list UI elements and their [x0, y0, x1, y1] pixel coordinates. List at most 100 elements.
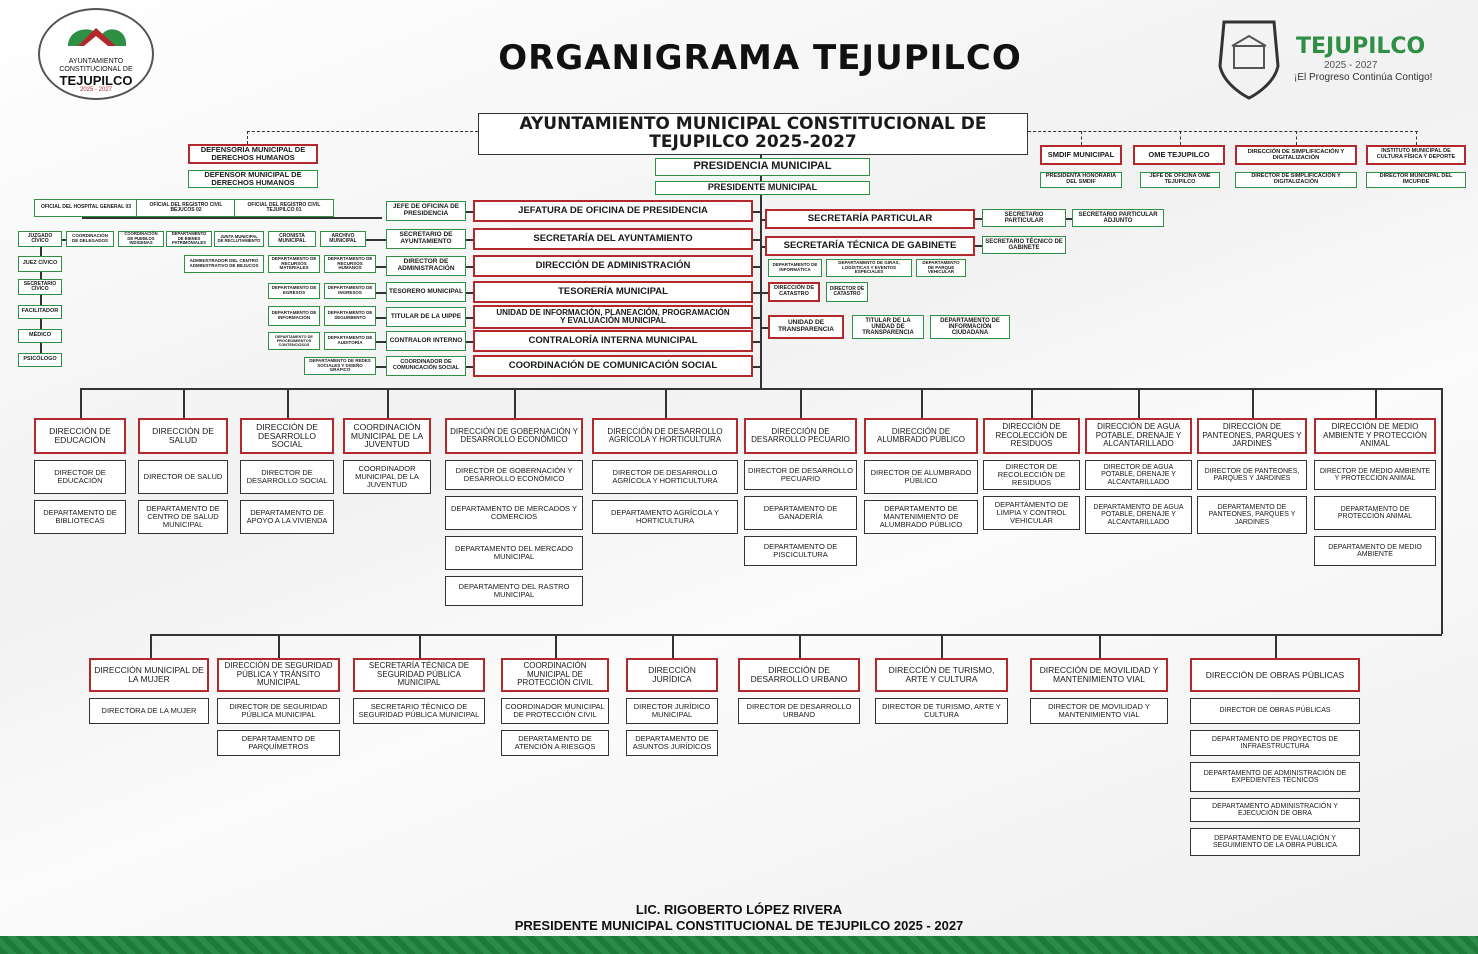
recursos-materiales: DEPARTAMENTO DE RECURSOS MATERIALES	[268, 255, 320, 273]
connector-line	[62, 239, 66, 241]
connector-line	[150, 634, 1442, 636]
connector-line	[555, 634, 557, 658]
connector-line	[376, 341, 386, 343]
row1-dept-2-sub-0: DIRECTOR DE DESARROLLO SOCIAL	[240, 460, 334, 494]
row1-dept-11-sub-2: DEPARTAMENTO DE MEDIO AMBIENTE	[1314, 536, 1436, 566]
connector-line	[82, 388, 1442, 390]
row1-dept-0-sub-1: DEPARTAMENTO DE BIBLIOTECAS	[34, 500, 126, 534]
ayuntamiento-logo: AYUNTAMIENTO CONSTITUCIONAL DE TEJUPILCO…	[38, 8, 154, 100]
connector-line	[665, 388, 667, 418]
oficial-tejupilco: OFICIAL DEL REGISTRO CIVIL TEJUPILCO 01	[234, 199, 334, 217]
row2-dept-0: DIRECCIÓN MUNICIPAL DE LA MUJER	[89, 658, 209, 692]
connector-line	[760, 219, 765, 221]
footer-role: PRESIDENTE MUNICIPAL CONSTITUCIONAL DE T…	[514, 918, 964, 933]
row2-dept-8-sub-4: DEPARTAMENTO DE EVALUACIÓN Y SEGUIMIENTO…	[1190, 828, 1360, 856]
connector-line	[1375, 388, 1377, 418]
connector-line	[1252, 388, 1254, 418]
connector-line	[1275, 634, 1277, 658]
dashed-connector	[1081, 131, 1082, 145]
secretario-adjunto: SECRETARIO PARTICULAR ADJUNTO	[1072, 209, 1164, 227]
row1-dept-6-sub-1: DEPARTAMENTO DE GANADERÍA	[744, 496, 857, 530]
dashed-connector	[1416, 131, 1417, 145]
row2-dept-4-sub-0: DIRECTOR JURÍDICO MUNICIPAL	[626, 698, 718, 724]
facilitador: FACILITADOR	[18, 305, 62, 319]
row2-dept-3-sub-1: DEPARTAMENTO DE ATENCIÓN A RIESGOS	[501, 730, 609, 756]
dep-redes: DEPARTAMENTO DE REDES SOCIALES Y DISEÑO …	[304, 357, 376, 375]
connector-line	[753, 341, 760, 343]
row1-dept-10-sub-0: DIRECTOR DE PANTEONES, PARQUES Y JARDINE…	[1197, 460, 1307, 490]
dep-auditoria: DEPARTAMENTO DE AUDITORÍA	[324, 332, 376, 350]
simplificacion-sub-box: DIRECTOR DE SIMPLIFICACIÓN Y DIGITALIZAC…	[1235, 172, 1357, 188]
connector-line	[672, 634, 674, 658]
connector-line	[82, 217, 382, 219]
titular-transparencia: TITULAR DE LA UNIDAD DE TRANSPARENCIA	[852, 315, 924, 339]
logo-slogan: ¡El Progreso Continúa Contigo!	[1294, 72, 1433, 83]
logo-text-3: TEJUPILCO	[59, 73, 133, 88]
imcufide-sub-box: DIRECTOR MUNICIPAL DEL IMCUFIDE	[1366, 172, 1466, 188]
row1-dept-6-sub-0: DIRECTOR DE DESARROLLO PECUARIO	[744, 460, 857, 490]
connector-line	[287, 388, 289, 418]
row2-dept-2: SECRETARÍA TÉCNICA DE SEGURIDAD PÚBLICA …	[353, 658, 485, 692]
connector-line	[1099, 634, 1101, 658]
connector-line	[376, 366, 386, 368]
bottom-band	[0, 936, 1478, 954]
row2-dept-7-sub-0: DIRECTOR DE MOVILIDAD Y MANTENIMIENTO VI…	[1030, 698, 1168, 724]
row1-dept-11: DIRECCIÓN DE MEDIO AMBIENTE Y PROTECCIÓN…	[1314, 418, 1436, 454]
defensoria-box: DEFENSORÍA MUNICIPAL DE DERECHOS HUMANOS	[188, 144, 318, 164]
connector-line	[753, 317, 760, 319]
head-2: DIRECTOR DE ADMINISTRACIÓN	[386, 256, 466, 276]
secretaria-particular: SECRETARÍA PARTICULAR	[765, 209, 975, 229]
ayuntamiento-box: AYUNTAMIENTO MUNICIPAL CONSTITUCIONAL DE…	[478, 113, 1028, 155]
juzgado-civico: JUZGADO CÍVICO	[18, 231, 62, 247]
row1-dept-10: DIRECCIÓN DE PANTEONES, PARQUES Y JARDIN…	[1197, 418, 1307, 454]
smdif-box: SMDIF MUNICIPAL	[1040, 145, 1122, 165]
row1-dept-3-sub-0: COORDINADOR MUNICIPAL DE LA JUVENTUD	[343, 460, 431, 494]
connector-line	[975, 218, 982, 220]
secretario-gabinete: SECRETARIO TÉCNICO DE GABINETE	[982, 236, 1066, 254]
admin-bejucos: ADMINISTRADOR DEL CENTRO ADMINISTRATIVO …	[184, 255, 264, 273]
logo-name: TEJUPILCO	[1296, 34, 1426, 59]
logo-text-1: AYUNTAMIENTO	[68, 58, 124, 65]
ome-box: OME TEJUPILCO	[1133, 145, 1225, 165]
secretaria-gabinete: SECRETARÍA TÉCNICA DE GABINETE	[765, 236, 975, 256]
central-3: TESORERÍA MUNICIPAL	[473, 281, 753, 303]
row1-dept-5-sub-0: DIRECTOR DE DESARROLLO AGRÍCOLA Y HORTIC…	[592, 460, 738, 494]
imcufide-box: INSTITUTO MUNICIPAL DE CULTURA FÍSICA Y …	[1366, 145, 1466, 165]
connector-line	[1138, 388, 1140, 418]
row1-dept-8: DIRECCIÓN DE RECOLECCIÓN DE RESIDUOS	[983, 418, 1080, 454]
secretario-civico: SECRETARIO CÍVICO	[18, 279, 62, 295]
row1-dept-8-sub-1: DEPARTAMENTO DE LIMPIA Y CONTROL VEHICUL…	[983, 496, 1080, 530]
connector-line	[753, 239, 760, 241]
connector-line	[921, 388, 923, 418]
head-6: COORDINADOR DE COMUNICACIÓN SOCIAL	[386, 356, 466, 376]
coord-delegados: COORDINACIÓN DE DELEGADOS	[66, 231, 114, 247]
row1-dept-6-sub-2: DEPARTAMENTO DE PISCICULTURA	[744, 536, 857, 566]
row2-dept-4-sub-1: DEPARTAMENTO DE ASUNTOS JURÍDICOS	[626, 730, 718, 756]
row2-dept-5-sub-0: DIRECTOR DE DESARROLLO URBANO	[738, 698, 860, 724]
coord-pueblos: COORDINACIÓN DE PUEBLOS INDÍGENAS	[118, 231, 164, 247]
oficial-hospital: OFICIAL DEL HOSPITAL GENERAL 03	[34, 199, 138, 217]
connector-line	[466, 292, 473, 294]
shield-icon	[1218, 20, 1280, 100]
row1-dept-10-sub-1: DEPARTAMENTO DE PANTEONES, PARQUES Y JAR…	[1197, 496, 1307, 534]
connector-line	[760, 327, 768, 329]
row1-dept-4-sub-2: DEPARTAMENTO DEL MERCADO MUNICIPAL	[445, 536, 583, 570]
row2-dept-4: DIRECCIÓN JURÍDICA	[626, 658, 718, 692]
row1-dept-9-sub-1: DEPARTAMENTO DE AGUA POTABLE, DRENAJE Y …	[1085, 496, 1192, 534]
connector-line	[278, 634, 280, 658]
connector-line	[760, 246, 765, 248]
row1-dept-3: COORDINACIÓN MUNICIPAL DE LA JUVENTUD	[343, 418, 431, 454]
connector-line	[40, 247, 42, 357]
row2-dept-3: COORDINACIÓN MUNICIPAL DE PROTECCIÓN CIV…	[501, 658, 609, 692]
row1-dept-1-sub-0: DIRECTOR DE SALUD	[138, 460, 228, 494]
bienes-patrimoniales: DEPARTAMENTO DE BIENES PATRIMONIALES	[166, 231, 212, 247]
dep-procedimientos: DEPARTAMENTO DE PROCEDIMIENTOS CONTENCIO…	[268, 332, 320, 350]
dashed-connector	[247, 131, 248, 144]
connector-line	[466, 266, 473, 268]
connector-line	[753, 292, 760, 294]
head-5: CONTRALOR INTERNO	[386, 331, 466, 351]
row1-dept-4-sub-3: DEPARTAMENTO DEL RASTRO MUNICIPAL	[445, 576, 583, 606]
connector-line	[466, 239, 473, 241]
row1-dept-9: DIRECCIÓN DE AGUA POTABLE, DRENAJE Y ALC…	[1085, 418, 1192, 454]
central-5: CONTRALORÍA INTERNA MUNICIPAL	[473, 330, 753, 352]
